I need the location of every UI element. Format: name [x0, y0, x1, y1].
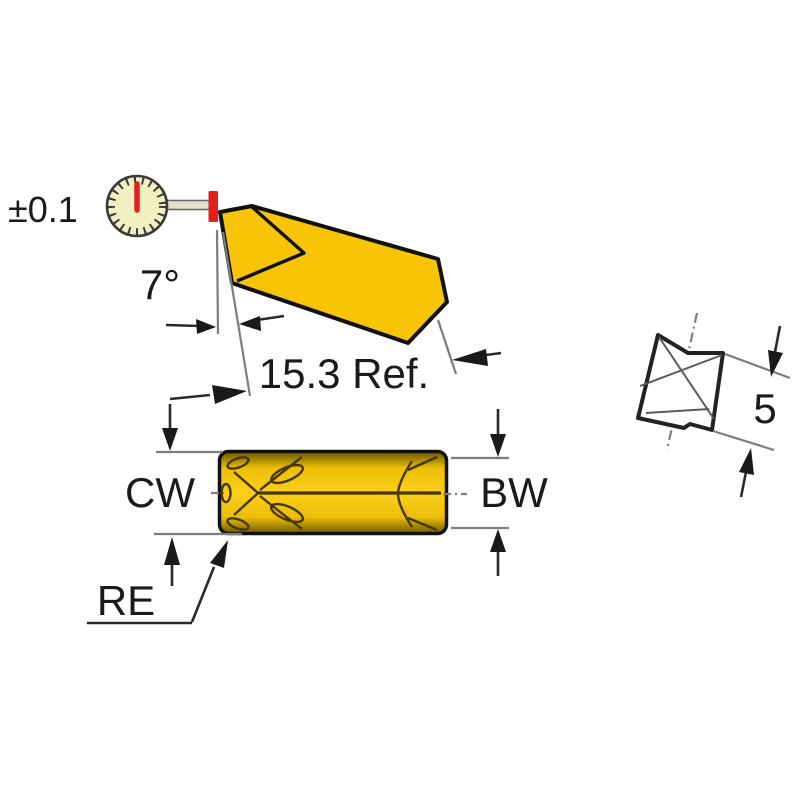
re-label: RE — [97, 577, 155, 624]
section-inner-lines — [639, 336, 723, 420]
section-arrow-top-tail — [773, 325, 782, 353]
section-extension-bottom — [712, 429, 775, 452]
section-outline — [636, 333, 725, 432]
re-callout: RE — [87, 540, 228, 625]
bw-arrow-bottom — [490, 529, 506, 552]
angle-arrow-right — [239, 316, 261, 331]
angle-arrow-right-tail — [256, 314, 285, 322]
angle-dimension: 7° — [140, 229, 285, 397]
angle-arrow-left-tail — [165, 323, 201, 328]
tolerance-label: ±0.1 — [8, 189, 78, 230]
rear-end-chevron — [396, 455, 438, 532]
cw-arrow-top — [162, 428, 178, 451]
angle-label: 7° — [140, 261, 180, 308]
cw-arrow-bottom — [164, 537, 180, 565]
cw-label: CW — [125, 469, 195, 516]
length-arrow-right-tail — [485, 351, 502, 357]
re-leader-line — [190, 566, 216, 623]
chipbreaker-facets — [220, 456, 305, 531]
dial-stem — [166, 199, 212, 211]
section-height-label: 5 — [753, 385, 776, 432]
length-arrow-right — [452, 349, 488, 366]
re-leader-arrow — [210, 540, 228, 568]
bw-label: BW — [480, 469, 548, 516]
vertical-reference-line — [215, 229, 220, 335]
bw-dimension: BW — [451, 409, 548, 576]
dial-indicator — [105, 174, 218, 238]
length-dimension: 15.3 Ref. — [169, 319, 502, 404]
length-arrow-left — [212, 385, 247, 404]
dial-tick-marks — [108, 177, 166, 235]
edge-extension-line — [221, 231, 252, 397]
length-arrow-left-tail — [169, 393, 211, 401]
angle-arrow-left — [196, 319, 216, 334]
dial-contact-tip — [208, 191, 218, 222]
section-arrow-bottom-tail — [739, 471, 748, 498]
section-height-dimension: 5 — [712, 325, 791, 498]
length-label: 15.3 Ref. — [259, 350, 429, 397]
section-centerline — [665, 312, 699, 451]
length-extension-right — [436, 319, 458, 375]
section-extension-top — [724, 352, 791, 380]
section-arrow-top — [768, 350, 783, 377]
section-arrow-bottom — [739, 448, 754, 475]
insert-rake-facet-line — [236, 205, 306, 283]
cw-dimension: CW — [125, 404, 242, 586]
bw-arrow-top — [490, 434, 506, 457]
insert-cross-section — [636, 312, 725, 451]
insert-top-view — [211, 449, 467, 536]
